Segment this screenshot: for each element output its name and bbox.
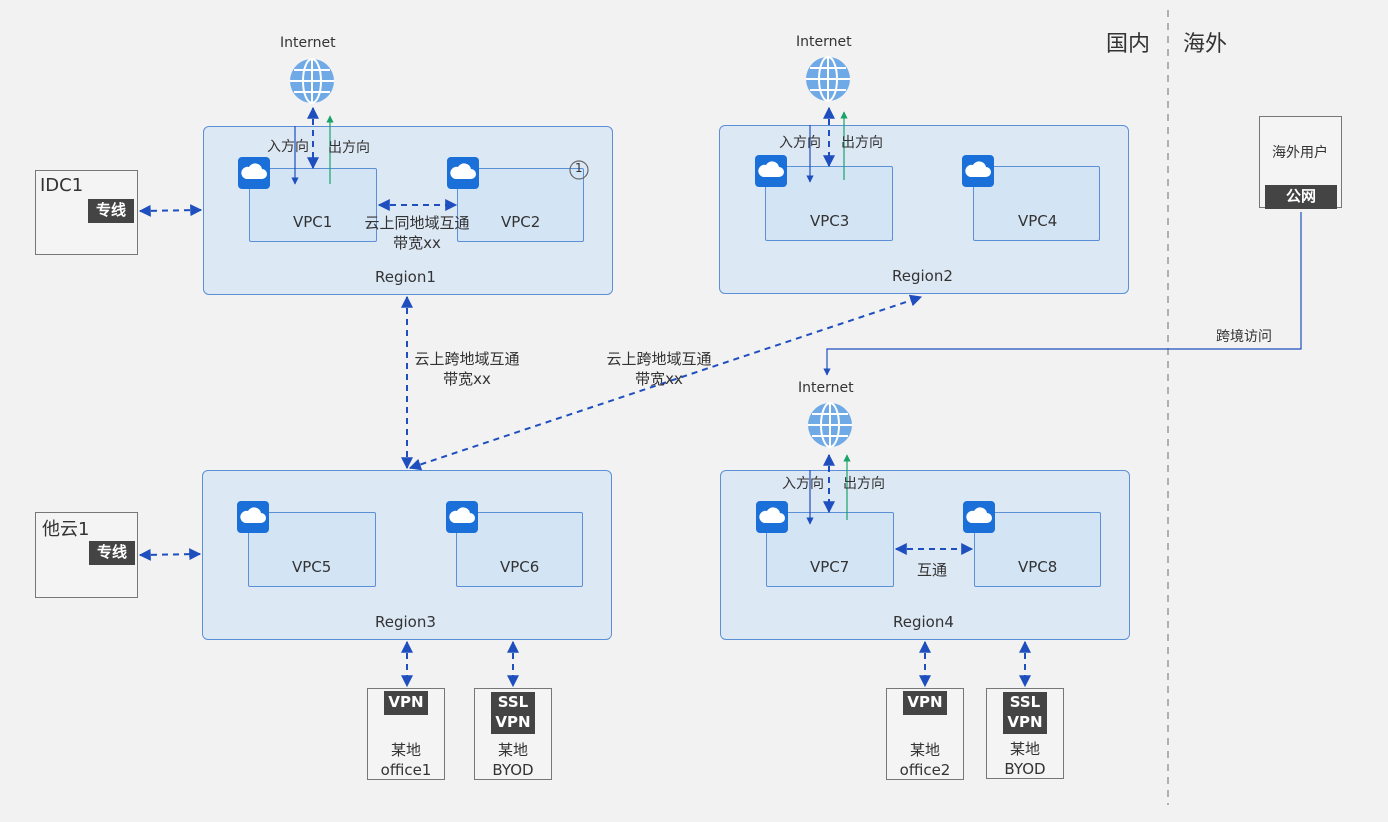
vpc4-box xyxy=(973,166,1100,241)
domestic-header: 国内 xyxy=(1106,32,1151,57)
ssl-text: SSL xyxy=(1009,693,1041,711)
outbound-label: 出方向 xyxy=(328,140,370,156)
region4-label: Region4 xyxy=(893,613,954,631)
site-byod2-text: 某地 BYOD xyxy=(986,739,1064,779)
site-name: BYOD xyxy=(1004,760,1046,778)
inbound-label: 入方向 xyxy=(782,476,824,492)
cross-region-line2: 带宽xx xyxy=(443,370,491,388)
overseas-header: 海外 xyxy=(1183,32,1228,57)
public-network-tag: 公网 xyxy=(1265,185,1337,209)
cross-region-line2: 带宽xx xyxy=(635,370,683,388)
cloud-icon xyxy=(963,501,995,533)
ssl-vpn-tag: SSL VPN xyxy=(491,692,535,734)
cloud-icon xyxy=(755,155,787,187)
site-location: 某地 xyxy=(1009,740,1040,758)
intra-region-line2: 带宽xx xyxy=(393,234,441,252)
vpc3-label: VPC3 xyxy=(810,212,850,230)
internet-label: Internet xyxy=(796,34,852,50)
site-name: office2 xyxy=(899,761,951,779)
vpc8-label: VPC8 xyxy=(1018,558,1058,576)
site-byod1-text: 某地 BYOD xyxy=(474,740,552,780)
marker-number: 1 xyxy=(575,161,583,175)
vpc7-label: VPC7 xyxy=(810,558,850,576)
intra-region-label: 云上同地域互通 带宽xx xyxy=(358,213,476,253)
site-name: office1 xyxy=(380,761,432,779)
cloud-icon xyxy=(962,155,994,187)
ssl-byod1-box xyxy=(474,688,552,780)
vpn-tag: VPN xyxy=(903,691,947,715)
cross-region-label-2: 云上跨地域互通 带宽xx xyxy=(600,349,718,389)
region3-label: Region3 xyxy=(375,613,436,631)
vpc1-box xyxy=(249,168,377,242)
internet-label: Internet xyxy=(280,35,336,51)
vpc8-box xyxy=(974,512,1101,587)
site-name: BYOD xyxy=(492,761,534,779)
vpc5-box xyxy=(248,512,376,587)
cloud-icon xyxy=(447,157,479,189)
vpn-tag: VPN xyxy=(384,691,428,715)
site-location: 某地 xyxy=(909,741,940,759)
cloud-icon xyxy=(756,501,788,533)
vpc1-label: VPC1 xyxy=(293,213,333,231)
vpc6-label: VPC6 xyxy=(500,558,540,576)
cross-border-label: 跨境访问 xyxy=(1216,329,1272,345)
site-location: 某地 xyxy=(390,741,421,759)
site-location: 某地 xyxy=(497,741,528,759)
interconnect-label: 互通 xyxy=(917,561,948,579)
cross-region-line1: 云上跨地域互通 xyxy=(414,350,520,368)
site-office2-text: 某地 office2 xyxy=(886,740,964,780)
cloud-icon xyxy=(237,501,269,533)
cloud-icon xyxy=(446,501,478,533)
vpn-text: VPN xyxy=(495,713,531,731)
outbound-label: 出方向 xyxy=(841,135,883,151)
outbound-label: 出方向 xyxy=(843,476,885,492)
inbound-label: 入方向 xyxy=(779,135,821,151)
site-office1-text: 某地 office1 xyxy=(367,740,445,780)
idc1-dedicated-line-tag: 专线 xyxy=(88,199,134,223)
overseas-user-label: 海外用户 xyxy=(1272,145,1328,161)
intra-region-line1: 云上同地域互通 xyxy=(364,214,470,232)
inbound-label: 入方向 xyxy=(267,139,309,155)
ssl-vpn-tag: SSL VPN xyxy=(1003,692,1047,734)
idc1-label: IDC1 xyxy=(40,175,84,196)
other-cloud-label: 他云1 xyxy=(42,519,90,540)
cross-region-label-1: 云上跨地域互通 带宽xx xyxy=(408,349,526,389)
region2-label: Region2 xyxy=(892,267,953,285)
other-cloud-dedicated-line-tag: 专线 xyxy=(89,541,135,565)
vpc4-label: VPC4 xyxy=(1018,212,1058,230)
cloud-icon xyxy=(238,157,270,189)
cross-region-line1: 云上跨地域互通 xyxy=(606,350,712,368)
region1-label: Region1 xyxy=(375,268,436,286)
vpc5-label: VPC5 xyxy=(292,558,332,576)
globe-icon xyxy=(804,55,852,107)
ssl-text: SSL xyxy=(497,693,529,711)
vpc2-label: VPC2 xyxy=(501,213,541,231)
internet-label: Internet xyxy=(798,380,854,396)
vpn-text: VPN xyxy=(1007,713,1043,731)
globe-icon xyxy=(806,401,854,453)
globe-icon xyxy=(288,57,336,109)
